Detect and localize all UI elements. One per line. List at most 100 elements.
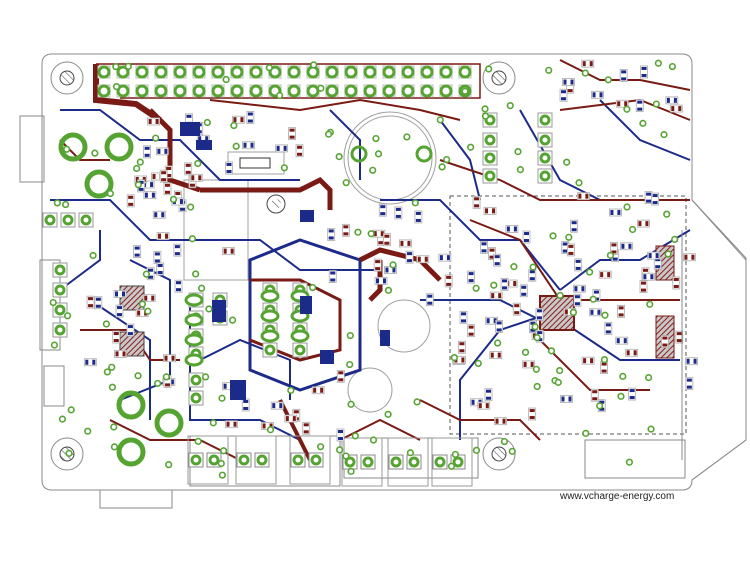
via	[369, 166, 377, 174]
smd-part	[270, 401, 284, 410]
via	[142, 270, 151, 278]
via	[623, 203, 631, 211]
smd-part	[225, 420, 238, 429]
smd-part	[143, 145, 152, 159]
bottom-pad	[180, 122, 200, 136]
via	[49, 298, 57, 307]
smd-part	[328, 270, 337, 283]
via	[187, 203, 195, 211]
via	[351, 432, 359, 440]
via	[443, 155, 451, 164]
smd-part	[143, 191, 157, 200]
smd-part	[373, 258, 382, 272]
smd-part	[522, 230, 531, 244]
pad	[42, 212, 58, 228]
via	[451, 450, 459, 459]
terminal-block	[289, 435, 331, 485]
smd-part	[414, 210, 423, 224]
via	[347, 400, 355, 408]
mounting-hole	[482, 437, 516, 471]
terminal-block	[431, 437, 473, 487]
smd-part	[615, 336, 629, 345]
via	[205, 305, 213, 313]
smd-part	[637, 219, 650, 228]
smd-part	[669, 104, 683, 113]
smd-part	[600, 361, 609, 374]
smd-part	[519, 284, 528, 298]
via	[276, 91, 284, 100]
via	[596, 402, 604, 410]
via	[411, 199, 419, 207]
smd-part	[173, 243, 182, 257]
smd-part	[528, 268, 537, 282]
mounting-hole	[50, 61, 84, 95]
via	[342, 179, 350, 187]
via	[106, 189, 114, 198]
smd-part	[672, 276, 681, 290]
smd-part	[628, 387, 637, 401]
smd-part	[535, 307, 544, 321]
smd-part	[528, 407, 537, 421]
smd-part	[522, 360, 536, 369]
smd-part	[459, 310, 468, 324]
smd-part	[683, 253, 696, 262]
smd-part	[640, 65, 648, 79]
smd-part	[604, 321, 613, 335]
via	[494, 339, 502, 347]
header-pin	[458, 65, 472, 79]
via	[413, 398, 421, 406]
smd-part	[113, 290, 127, 298]
via	[384, 286, 393, 294]
via	[529, 263, 537, 271]
via	[198, 284, 206, 292]
via	[169, 195, 178, 203]
smd-part	[685, 357, 698, 366]
smd-part	[275, 144, 289, 153]
via	[372, 134, 380, 143]
via	[549, 232, 557, 240]
smd-part	[625, 348, 639, 357]
smd-part	[302, 421, 311, 435]
smd-part	[225, 161, 233, 175]
header-pin	[154, 84, 168, 98]
header-pin	[439, 84, 453, 98]
via	[436, 116, 444, 124]
via	[668, 62, 677, 71]
smd-part	[444, 274, 453, 288]
smd-part	[152, 210, 166, 219]
via	[533, 382, 541, 391]
via	[265, 64, 273, 72]
via	[201, 373, 210, 381]
smd-part	[500, 277, 509, 291]
header-pin	[230, 84, 244, 98]
terminal-block	[235, 435, 277, 485]
smd-part	[232, 115, 245, 124]
smd-part	[438, 253, 452, 262]
smd-part	[189, 173, 203, 182]
header-pin	[382, 65, 396, 79]
pad	[262, 342, 278, 358]
via	[108, 383, 117, 391]
smd-part	[242, 141, 255, 150]
header-pin	[192, 84, 206, 98]
via	[347, 467, 355, 475]
mounting-hole	[266, 194, 286, 214]
smd-part	[133, 245, 142, 258]
smd-part	[425, 293, 434, 307]
edge-connector	[681, 199, 747, 481]
via	[112, 63, 120, 71]
via	[133, 164, 141, 173]
via	[110, 443, 119, 451]
via	[514, 147, 522, 156]
via	[589, 295, 597, 303]
via	[485, 65, 493, 73]
via	[188, 235, 196, 243]
oval-pad	[184, 353, 204, 367]
header-pin	[287, 65, 301, 79]
smd-part	[163, 182, 172, 196]
via	[63, 312, 72, 320]
via	[646, 300, 654, 308]
via	[569, 308, 578, 316]
via	[671, 235, 679, 243]
via	[336, 446, 344, 454]
